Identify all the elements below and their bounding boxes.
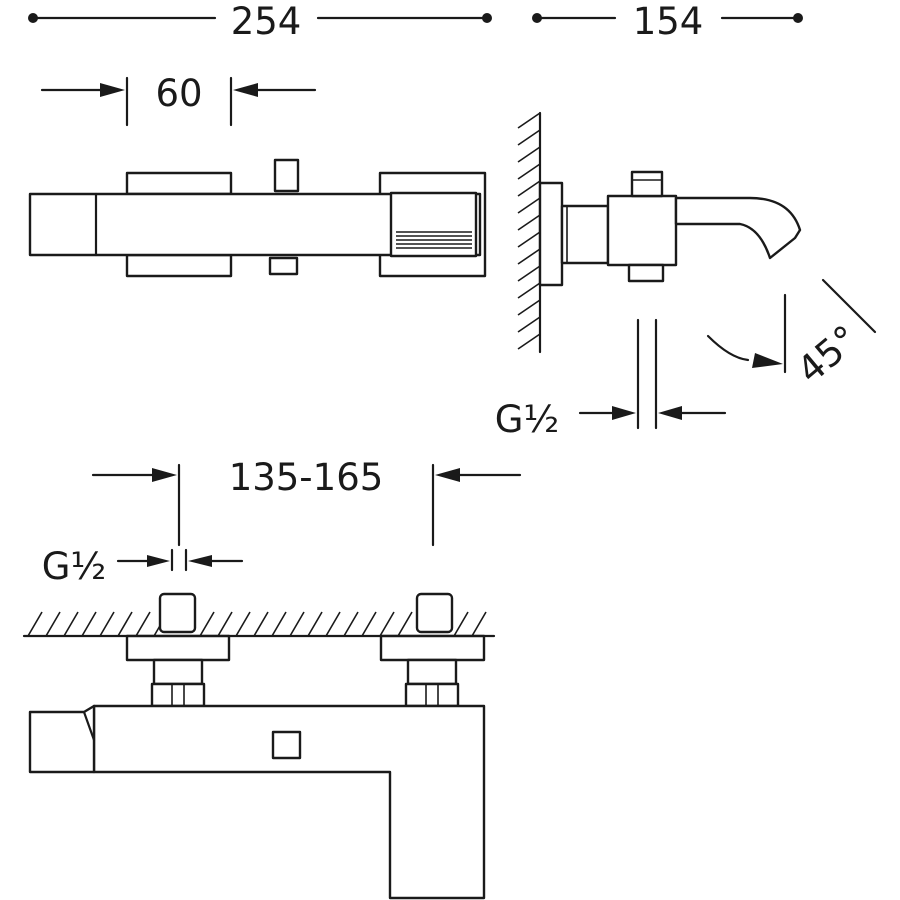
dim-254-label: 254 xyxy=(231,0,302,43)
dim-g-half-side-label: G½ xyxy=(495,398,560,441)
dim-60-label: 60 xyxy=(155,72,202,115)
dimension-handle-width: 60 xyxy=(40,72,317,127)
dimension-wall-projection: 154 xyxy=(532,0,803,43)
wall-hatch xyxy=(517,112,541,350)
dim-45-label: 45° xyxy=(789,317,867,392)
dimension-spout-angle: 45° xyxy=(706,278,877,392)
dimension-inlet-front: G½ xyxy=(42,545,244,588)
dim-135-165-label: 135-165 xyxy=(229,456,384,499)
dim-154-label: 154 xyxy=(633,0,704,43)
dim-g-half-front-label: G½ xyxy=(42,545,107,588)
dimension-inlet-side: G½ xyxy=(495,318,727,441)
side-view xyxy=(517,111,802,354)
dimension-overall-length: 254 xyxy=(28,0,492,43)
plan-view xyxy=(28,158,487,278)
front-view xyxy=(22,592,496,900)
wall-hatch-front xyxy=(27,611,487,637)
dimension-centers: 135-165 xyxy=(91,456,522,547)
